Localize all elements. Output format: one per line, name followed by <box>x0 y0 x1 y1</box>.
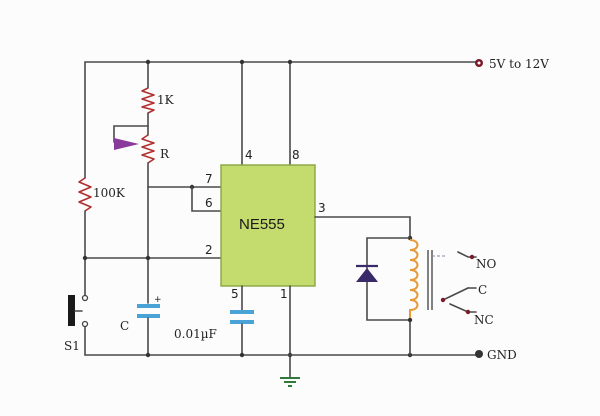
resistor-100k <box>78 177 92 212</box>
junction-supply-pin4 <box>239 59 245 65</box>
junction-pin2-left <box>82 255 88 261</box>
junction-pin2-mid <box>145 255 151 261</box>
junction-relay-bottom <box>407 317 413 323</box>
pot-wiper-wire <box>113 125 149 143</box>
switch-label: S1 <box>64 339 80 353</box>
pot-wiper-arrow-icon <box>114 138 139 150</box>
supply-label: 5V to 12V <box>489 57 549 71</box>
pin-5-label: 5 <box>231 287 239 301</box>
diode <box>356 268 378 282</box>
capacitor-c-plus: + <box>154 295 162 305</box>
potentiometer <box>141 134 155 164</box>
relay-coil <box>409 239 419 318</box>
junction-ground-control <box>239 352 245 358</box>
capacitor-control-plate2 <box>230 320 254 324</box>
junction-supply-r1 <box>145 59 151 65</box>
junction-ground-cap <box>145 352 151 358</box>
ground-label: GND <box>487 348 517 362</box>
capacitor-c-label: C <box>120 319 129 333</box>
ic-name: NE555 <box>239 216 285 233</box>
no-label: NO <box>476 257 497 271</box>
supply-terminal-center <box>477 61 481 65</box>
pin-8-label: 8 <box>292 148 300 162</box>
capacitor-c-plate2 <box>137 314 160 318</box>
nc-contact-wire <box>449 303 477 313</box>
capacitor-control <box>230 310 254 314</box>
capacitor-c <box>137 304 160 308</box>
pin-7-label: 7 <box>205 172 213 186</box>
switch-s1 <box>68 295 75 326</box>
capacitor-control-label: 0.01µF <box>174 327 217 341</box>
resistor-100k-label: 100K <box>93 186 126 200</box>
ground-terminal <box>475 350 483 358</box>
nc-label: NC <box>474 313 494 327</box>
pin-3-label: 3 <box>318 201 326 215</box>
junction-supply-pin8 <box>287 59 293 65</box>
common-contact-arm <box>442 287 469 301</box>
nc-terminal <box>465 309 471 315</box>
pin-2-label: 2 <box>205 243 213 257</box>
no-terminal <box>469 254 475 260</box>
pin-6-label: 6 <box>205 196 213 210</box>
resistor-1k <box>141 87 155 114</box>
common-pivot <box>440 297 446 303</box>
pin6-wire <box>191 186 223 212</box>
switch-contact-bottom <box>81 320 89 328</box>
pin-4-label: 4 <box>245 148 253 162</box>
switch-contact-top <box>81 294 89 302</box>
common-label: C <box>478 283 487 297</box>
pin3-wire <box>314 216 411 239</box>
pot-label: R <box>160 147 170 161</box>
ic-ne555 <box>220 164 316 287</box>
resistor-1k-label: 1K <box>157 93 175 107</box>
pin-1-label: 1 <box>280 287 288 301</box>
